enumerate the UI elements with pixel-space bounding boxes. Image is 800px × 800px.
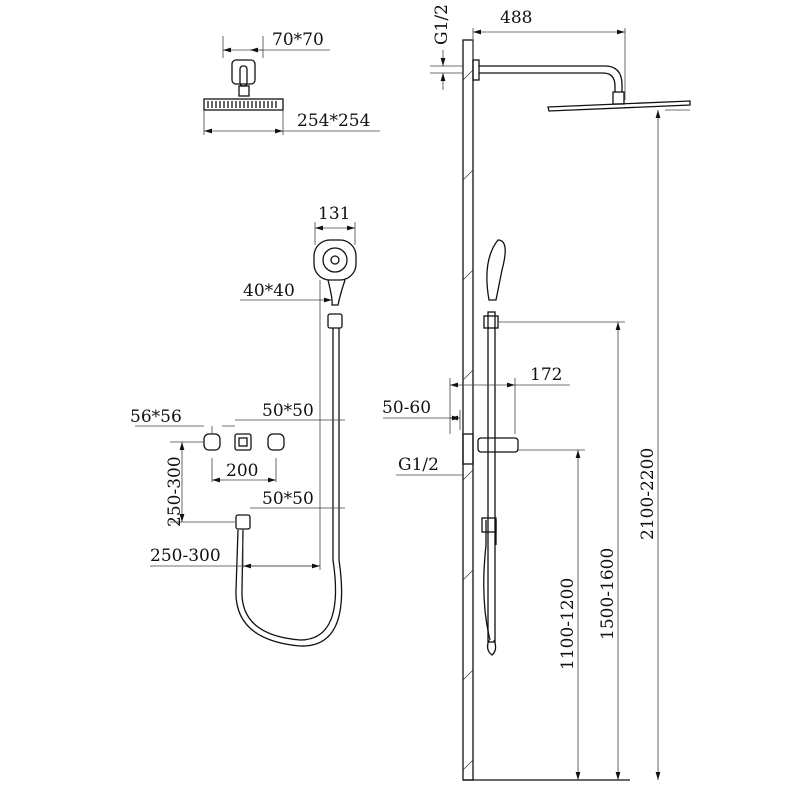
bar-thread: G1/2 <box>398 455 439 475</box>
valve-height: 250-300 <box>165 456 185 527</box>
bar-projection: 172 <box>530 365 562 385</box>
valve-spacing: 200 <box>226 461 258 481</box>
handshower-width: 131 <box>318 204 350 224</box>
head-height: 2100-2200 <box>638 448 658 540</box>
holder-height: 1500-1600 <box>598 548 618 640</box>
overhead-head-size: 254*254 <box>297 111 370 131</box>
handshower-front-view: 131 40*40 <box>235 204 357 647</box>
valve-center-size: 50*50 <box>262 401 314 421</box>
bar-offset: 50-60 <box>382 398 431 418</box>
outlet-height: 1100-1200 <box>558 578 578 670</box>
overhead-mount-size: 70*70 <box>272 30 324 50</box>
valves-front-view: 56*56 50*50 200 250-300 50*50 250-300 <box>130 401 345 569</box>
arm-length: 488 <box>500 8 532 28</box>
hose-offset: 250-300 <box>150 546 221 566</box>
handshower-holder-size: 40*40 <box>243 281 295 301</box>
valve-left-size: 56*56 <box>130 407 182 427</box>
overhead-shower-front-view: 70*70 254*254 <box>203 30 380 135</box>
side-view: 488 G1/2 172 50-60 G1/2 2100-2200 1500-1… <box>382 4 691 781</box>
arm-thread: G1/2 <box>432 4 452 45</box>
outlet-size: 50*50 <box>262 489 314 509</box>
